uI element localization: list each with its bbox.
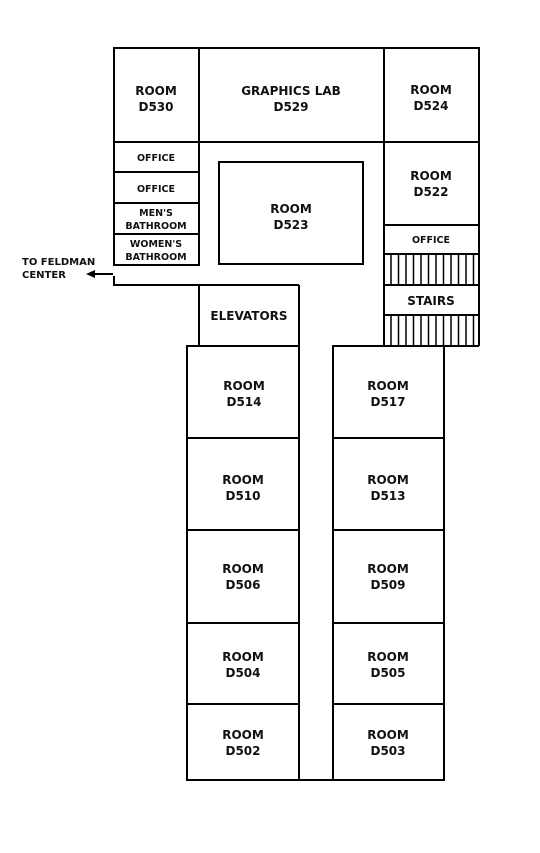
- room-d514-line2: D514: [226, 395, 261, 409]
- room-d506-line1: ROOM: [222, 562, 264, 576]
- right-wing-walls: [332, 345, 445, 781]
- room-d514[interactable]: ROOM D514: [223, 379, 265, 409]
- womens-bathroom-line1: WOMEN'S: [130, 239, 182, 250]
- room-d529[interactable]: GRAPHICS LAB D529: [241, 84, 341, 114]
- stairs-treads-lower: [390, 315, 475, 346]
- room-d503-line2: D503: [370, 744, 405, 758]
- room-d530-line2: D530: [138, 100, 173, 114]
- room-d530[interactable]: ROOM D530: [135, 84, 177, 114]
- room-d522-line2: D522: [413, 185, 448, 199]
- room-d510-line1: ROOM: [222, 473, 264, 487]
- room-d524-line2: D524: [413, 99, 448, 113]
- room-d517-line2: D517: [370, 395, 405, 409]
- mens-bathroom[interactable]: MEN'S BATHROOM: [125, 208, 186, 232]
- room-d502-line2: D502: [225, 744, 260, 758]
- room-d510[interactable]: ROOM D510: [222, 473, 264, 503]
- room-d523-wall: [218, 161, 364, 265]
- left-wing-walls: [186, 345, 300, 781]
- room-d517-line1: ROOM: [367, 379, 409, 393]
- exit-label-line2: CENTER: [22, 270, 66, 281]
- room-d514-line1: ROOM: [223, 379, 265, 393]
- elevators-label[interactable]: ELEVATORS: [210, 309, 287, 323]
- womens-bathroom[interactable]: WOMEN'S BATHROOM: [125, 239, 186, 263]
- room-d504-line1: ROOM: [222, 650, 264, 664]
- room-d513-line2: D513: [370, 489, 405, 503]
- room-d530-line1: ROOM: [135, 84, 177, 98]
- office-1-label[interactable]: OFFICE: [137, 153, 175, 164]
- exit-label[interactable]: TO FELDMAN CENTER: [22, 257, 95, 281]
- exit-label-line1: TO FELDMAN: [22, 257, 95, 268]
- room-d506[interactable]: ROOM D506: [222, 562, 264, 592]
- mens-bathroom-line2: BATHROOM: [125, 221, 186, 232]
- room-d523-line2: D523: [273, 218, 308, 232]
- room-d522[interactable]: ROOM D522: [410, 169, 452, 199]
- room-d529-line2: D529: [273, 100, 308, 114]
- womens-bathroom-line2: BATHROOM: [125, 252, 186, 263]
- room-d529-line1: GRAPHICS LAB: [241, 84, 341, 98]
- room-d505-line1: ROOM: [367, 650, 409, 664]
- office-2-label[interactable]: OFFICE: [137, 184, 175, 195]
- room-d513-line1: ROOM: [367, 473, 409, 487]
- room-d524[interactable]: ROOM D524: [410, 83, 452, 113]
- room-d522-line1: ROOM: [410, 169, 452, 183]
- stairs-label[interactable]: STAIRS: [407, 294, 455, 308]
- room-d504-line2: D504: [225, 666, 260, 680]
- elevators-walls: [198, 284, 300, 346]
- room-d505-line2: D505: [370, 666, 405, 680]
- room-d509[interactable]: ROOM D509: [367, 562, 409, 592]
- room-d505[interactable]: ROOM D505: [367, 650, 409, 680]
- room-d510-line2: D510: [225, 489, 260, 503]
- room-d524-line1: ROOM: [410, 83, 452, 97]
- exit-arrow-icon: [86, 270, 113, 278]
- room-d509-line2: D509: [370, 578, 405, 592]
- room-d523[interactable]: ROOM D523: [270, 202, 312, 232]
- room-d509-line1: ROOM: [367, 562, 409, 576]
- mens-bathroom-line1: MEN'S: [139, 208, 173, 219]
- room-d503-line1: ROOM: [367, 728, 409, 742]
- left-rooms-walls: [113, 142, 200, 286]
- room-d523-line1: ROOM: [270, 202, 312, 216]
- office-3-label[interactable]: OFFICE: [412, 235, 450, 246]
- stairs-treads-upper: [390, 254, 475, 285]
- room-d503[interactable]: ROOM D503: [367, 728, 409, 758]
- room-d506-line2: D506: [225, 578, 260, 592]
- room-d504[interactable]: ROOM D504: [222, 650, 264, 680]
- room-d517[interactable]: ROOM D517: [367, 379, 409, 409]
- top-block-walls: [113, 47, 480, 143]
- room-d502[interactable]: ROOM D502: [222, 728, 264, 758]
- room-d502-line1: ROOM: [222, 728, 264, 742]
- room-d513[interactable]: ROOM D513: [367, 473, 409, 503]
